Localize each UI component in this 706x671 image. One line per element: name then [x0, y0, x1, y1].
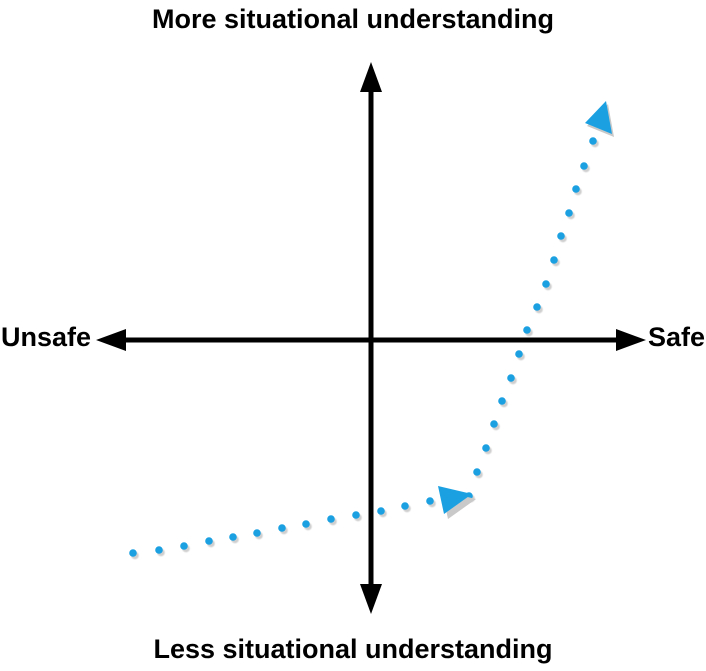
path-dot — [278, 524, 286, 532]
path-dot — [557, 232, 565, 240]
path-dot — [401, 502, 409, 510]
path-dot — [129, 549, 137, 557]
left-arrowhead-icon — [96, 329, 126, 351]
path-dot — [180, 542, 188, 550]
path-dot — [498, 397, 506, 405]
bottom-axis-label: Less situational understanding — [153, 634, 553, 664]
horizontal-axis — [96, 329, 646, 351]
path-dot — [426, 497, 434, 505]
path-dot — [507, 374, 515, 382]
path-dot — [580, 162, 588, 170]
path-dot — [352, 511, 360, 519]
path-dot — [377, 507, 385, 515]
right-axis-label: Safe — [647, 322, 705, 352]
path-dot — [565, 209, 573, 217]
path-dot — [550, 256, 558, 264]
down-arrowhead-icon — [360, 584, 382, 614]
up-arrowhead-icon — [360, 62, 382, 92]
end-arrow-icon — [585, 101, 612, 134]
path-dot — [302, 520, 310, 528]
top-axis-label: More situational understanding — [151, 4, 555, 34]
path-dot — [473, 468, 481, 476]
left-axis-label: Unsafe — [1, 322, 92, 352]
trajectory-arrows — [438, 101, 614, 519]
path-dot — [155, 546, 163, 554]
path-dot — [229, 533, 237, 541]
path-dot — [542, 280, 550, 288]
dotted-trajectory — [129, 137, 599, 560]
path-dot — [482, 444, 490, 452]
path-dot — [589, 137, 597, 145]
path-dot — [515, 350, 523, 358]
path-dot — [253, 529, 261, 537]
path-dot — [572, 185, 580, 193]
path-dot — [523, 326, 531, 334]
path-dot — [490, 420, 498, 428]
path-dot — [533, 303, 541, 311]
path-dot — [327, 515, 335, 523]
mid-arrow-icon — [438, 486, 472, 514]
path-dot — [205, 537, 213, 545]
right-arrowhead-icon — [616, 329, 646, 351]
